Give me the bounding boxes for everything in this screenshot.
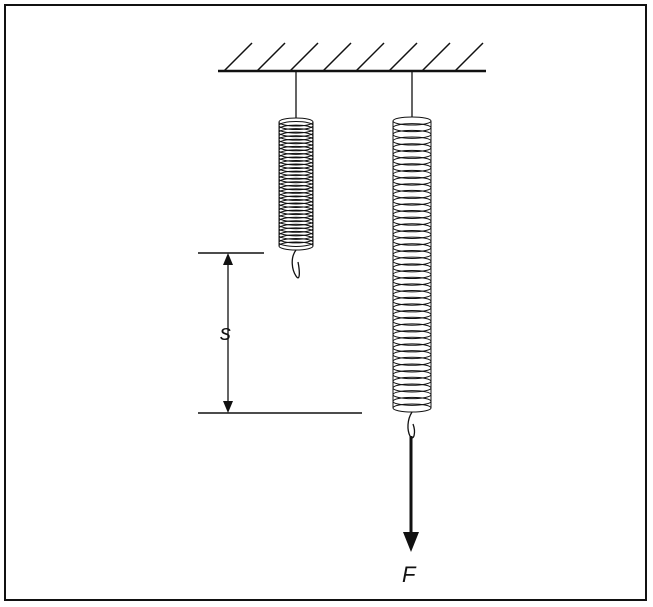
figure-frame <box>4 4 647 601</box>
ceiling-hatch-line <box>454 42 484 72</box>
displacement-label: s <box>220 320 231 345</box>
force-arrow <box>403 436 419 552</box>
stretched-spring <box>392 71 432 439</box>
force-label: F <box>402 562 417 587</box>
ceiling-hatch-line <box>223 42 253 72</box>
ceiling-hatch-line <box>289 42 319 72</box>
ceiling-hatch-line <box>421 42 451 72</box>
dimension-arrow-up-icon <box>223 253 233 265</box>
ceiling-hatch-line <box>256 42 286 72</box>
displacement-dimension <box>198 252 362 414</box>
ceiling-hatch-line <box>355 42 385 72</box>
ceiling-hatch-line <box>322 42 352 72</box>
ceiling-hatch-line <box>388 42 418 72</box>
force-arrowhead-icon <box>403 532 419 552</box>
relaxed-spring <box>278 71 314 279</box>
dimension-arrow-down-icon <box>223 401 233 413</box>
ceiling-support <box>218 42 486 73</box>
